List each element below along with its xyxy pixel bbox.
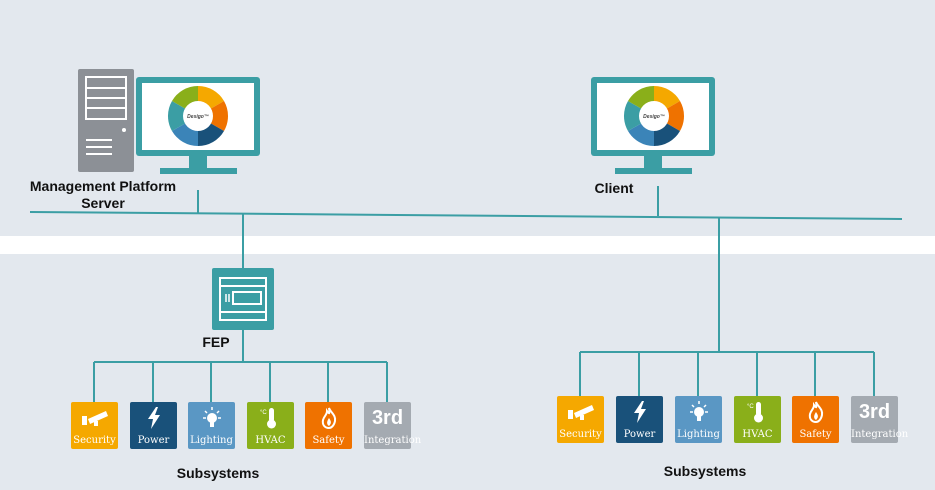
svg-text:Desigo™: Desigo™ — [187, 114, 209, 120]
fep-label: FEP — [202, 334, 230, 350]
subsystem-label: Power — [623, 429, 656, 440]
flame-icon — [792, 399, 839, 425]
lower-zone-background — [0, 254, 935, 490]
lightbulb-icon — [675, 399, 722, 425]
client-label: Client — [594, 180, 634, 196]
right-tile-hvac: °C HVAC — [734, 396, 781, 443]
third-party-icon: 3rd — [371, 406, 404, 429]
svg-text:Desigo™: Desigo™ — [643, 114, 665, 120]
server-monitor-icon: Desigo™ — [136, 77, 260, 174]
svg-text:°C: °C — [260, 410, 267, 416]
subsystem-label: Security — [559, 429, 602, 440]
subsystem-label: Integration — [364, 435, 422, 446]
right-tile-security: Security — [557, 396, 604, 443]
subsystem-label: Security — [73, 435, 116, 446]
subsystem-label: Safety — [799, 429, 832, 440]
subsystems-right-label: Subsystems — [663, 463, 747, 479]
subsystem-label: Integration — [851, 429, 909, 440]
left-tile-safety: Safety — [305, 402, 352, 449]
subsystem-label: HVAC — [742, 429, 773, 440]
left-tile-security: Security — [71, 402, 118, 449]
subsystems-left-label: Subsystems — [176, 465, 260, 481]
backbone-line — [29, 211, 903, 220]
lightbulb-icon — [188, 405, 235, 431]
left-tile-power: Power — [130, 402, 177, 449]
server-label: Management Platform Server — [29, 178, 177, 211]
right-tile-safety: Safety — [792, 396, 839, 443]
camera-icon — [71, 405, 118, 431]
flame-icon — [305, 405, 352, 431]
subsystem-label: Safety — [312, 435, 345, 446]
server-tower-icon — [78, 69, 134, 172]
third-party-icon: 3rd — [858, 400, 891, 423]
subsystem-label: Power — [137, 435, 170, 446]
fep-controller-icon — [212, 268, 274, 330]
camera-icon — [557, 399, 604, 425]
thermometer-icon: °C — [247, 405, 294, 431]
svg-text:°C: °C — [747, 404, 754, 410]
subsystem-label: Lighting — [190, 435, 233, 446]
left-tile-hvac: °C HVAC — [247, 402, 294, 449]
right-tile-lighting: Lighting — [675, 396, 722, 443]
left-tile-lighting: Lighting — [188, 402, 235, 449]
connection-lines — [29, 186, 903, 402]
subsystem-label: Lighting — [677, 429, 720, 440]
lightning-icon — [130, 405, 177, 431]
subsystem-label: HVAC — [255, 435, 286, 446]
right-tile-power: Power — [616, 396, 663, 443]
thermometer-icon: °C — [734, 399, 781, 425]
lightning-icon — [616, 399, 663, 425]
client-monitor-icon: Desigo™ — [591, 77, 715, 174]
